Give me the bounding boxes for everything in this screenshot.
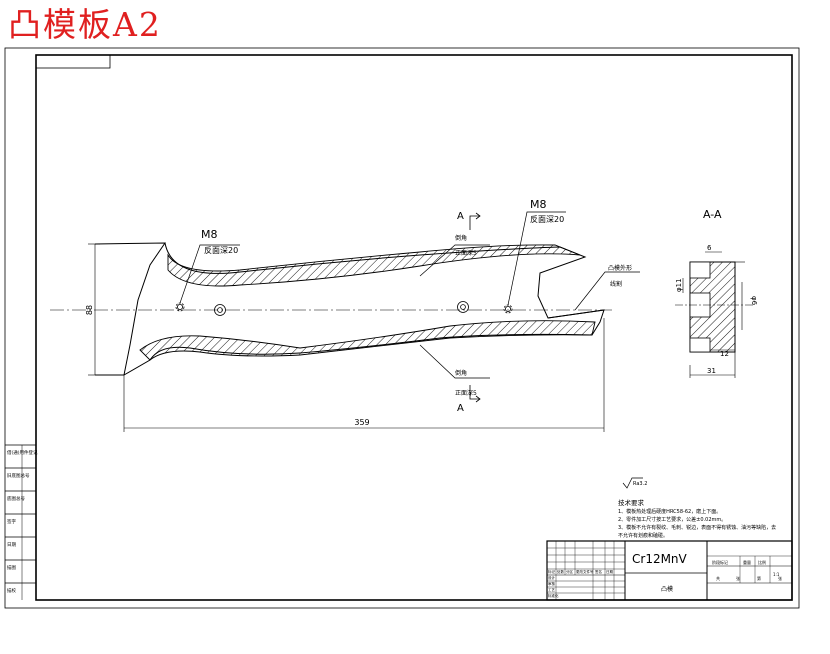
section-marker-bottom [469,385,481,403]
strip-label: 描图 [7,564,16,571]
dimension-text: 6 [707,244,712,252]
sheet-label: 张 [736,575,740,581]
title-block [546,540,793,601]
section-letter: A [457,211,464,222]
dimension-text: 31 [707,367,716,375]
leader-lines [179,211,640,379]
inner-frame [35,54,793,601]
callout-label: 倒角 [455,234,467,242]
thread-depth-label: 反面深20 [204,245,238,255]
sheet-label: 共 [716,575,720,581]
row-label: 标记 [548,569,556,574]
notes-heading: 技术要求 [618,498,645,507]
dimension-text: 88 [85,305,94,315]
roughness-symbol [622,477,643,489]
strip-label: 底图总号 [7,495,25,502]
strip-label: 借(通)用件登记 [7,449,38,456]
sheet-label: 张 [778,575,782,581]
upper-groove [167,244,581,287]
dimension-length [123,318,605,432]
strip-label: 日期 [7,542,16,548]
callout-label: 凸模外形 [608,264,632,272]
section-marker-top [469,212,481,230]
notes-line: 2、零件加工尺寸按工艺要求，公差±0.02mm。 [618,516,726,523]
thread-label: M8 [201,228,218,241]
thread-label: M8 [530,198,547,211]
strip-label: 签字 [7,518,16,525]
page-title: 凸模板A2 [8,5,162,44]
material-label: Cr12MnV [632,552,688,566]
hole-right-threaded [503,304,513,314]
dimension-text: 359 [354,418,369,427]
notes-line: 1、模板热处理后硬度HRC58-62，磨上下面。 [618,508,721,515]
callout-label: 线割 [610,280,622,288]
callout-label: 正面深5 [455,249,477,257]
sign-row-label: 设计 [548,575,556,580]
hole-left-dowel [214,304,226,316]
dimension-text: 12 [720,350,729,358]
dimension-text: φ6 [750,296,758,306]
section-view [675,251,755,378]
strip-label: 描校 [7,587,16,594]
sign-row-label: 标准化 [548,593,559,598]
notes-line: 3、模板不允许有裂纹、毛刺、锐边，表面不得有锈蚀、油污等缺陷，去 [618,524,776,531]
lower-groove [139,320,596,361]
section-title: A-A [703,208,722,221]
title-block-header: 比例 [758,559,766,565]
side-strip: 借(通)用件登记 旧底图总号 底图总号 签字 日期 描图 描校 [5,444,38,600]
dimension-height [88,243,100,376]
sign-row-label: 工艺 [548,587,556,592]
roughness-value: Ra3.2 [633,481,647,487]
strip-label: 旧底图总号 [7,472,30,479]
row-label: 更改文件号 [576,569,594,574]
outer-frame [4,47,800,609]
part-name: 凸模 [661,585,673,593]
callout-label: 倒角 [455,369,467,377]
section-letter: A [457,403,464,414]
scale-value: 1:1 [773,572,780,577]
title-block-header: 重量 [743,559,751,565]
thread-depth-label: 反面深20 [530,214,564,224]
title-block-header: 阶段标记 [712,559,728,565]
sheet-label: 第 [757,575,761,581]
row-label: 分区 [566,569,574,574]
dimension-text: φ11 [675,278,683,292]
hole-right-dowel [457,301,469,313]
callout-label: 正面深5 [455,389,477,397]
row-label: 日期 [606,569,614,574]
sign-row-label: 审核 [548,581,556,586]
row-label: 处数 [557,569,565,574]
notes-line: 不允许有划痕和磕碰。 [618,532,668,539]
row-label: 签名 [595,569,602,574]
corner-tab [35,54,111,69]
